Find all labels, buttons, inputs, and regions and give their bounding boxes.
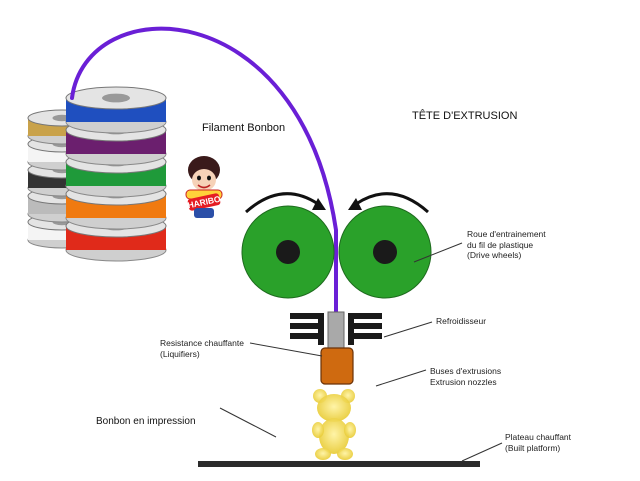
- gummy-bear: [312, 389, 356, 460]
- label-platform-line2: (Built platform): [505, 442, 561, 453]
- rotation-arrow-right: [348, 192, 429, 214]
- label-filament: Filament Bonbon: [202, 122, 286, 134]
- label-nozzle-line1: Buses d'extrusions: [430, 366, 502, 376]
- leader-heater: [249, 342, 323, 357]
- label-platform: Plateau chauffant (Built platform): [505, 432, 571, 453]
- label-drive-wheels: Roue d'entrainement du fil de plastique …: [467, 229, 546, 261]
- leader-platform: [461, 442, 503, 462]
- rotation-arrow-left: [245, 192, 326, 214]
- leader-nozzle: [375, 369, 427, 387]
- label-cooler: Refroidisseur: [436, 316, 487, 326]
- label-platform-line1: Plateau chauffant: [505, 432, 572, 442]
- label-heater-line1: Resistance chauffante: [160, 338, 244, 348]
- label-drive-wheels-line3: (Drive wheels): [467, 250, 522, 261]
- cooler-heatsink: [290, 311, 382, 349]
- drive-wheel-left: [241, 205, 335, 299]
- filament-strand: [70, 26, 338, 314]
- drive-wheel-right: [338, 205, 432, 299]
- label-nozzle-line2: Extrusion nozzles: [430, 376, 497, 387]
- label-drive-wheels-line2: du fil de plastique: [467, 239, 534, 250]
- leader-cooler: [383, 321, 433, 338]
- label-drive-wheels-line1: Roue d'entrainement: [467, 229, 546, 239]
- build-platform: [198, 461, 480, 467]
- leader-drive-wheel: [413, 242, 463, 263]
- leader-printing: [219, 407, 277, 438]
- label-printing: Bonbon en impression: [96, 416, 196, 427]
- label-heater: Resistance chauffante (Liquifiers): [160, 338, 244, 359]
- label-heater-line2: (Liquifiers): [160, 348, 200, 359]
- heater-block: [320, 347, 354, 385]
- filament-spool-stack: [27, 86, 167, 262]
- haribo-mascot: HARIBO: [185, 156, 223, 218]
- label-nozzle: Buses d'extrusions Extrusion nozzles: [430, 366, 501, 387]
- label-head-title: TÊTE D'EXTRUSION: [412, 110, 518, 122]
- spool-1: [65, 86, 167, 134]
